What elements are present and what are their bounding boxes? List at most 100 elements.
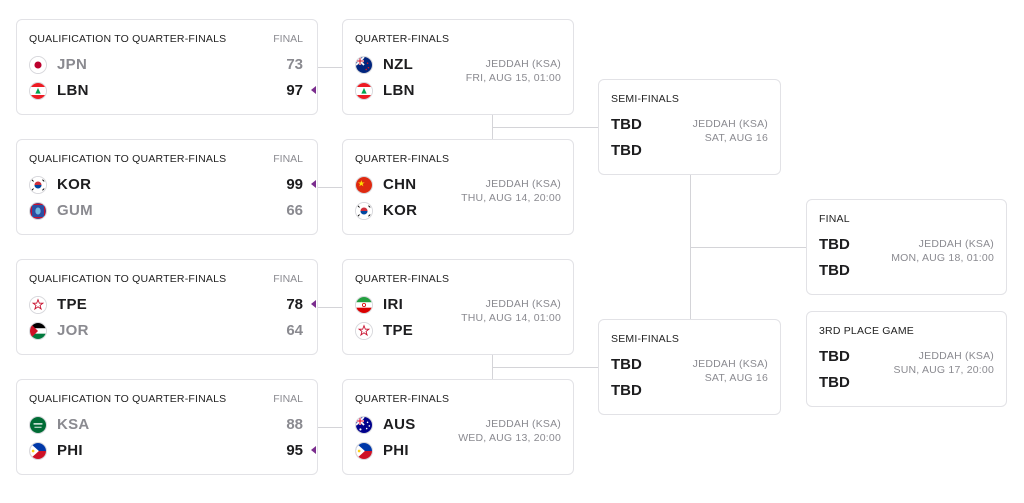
round-title: QUARTER-FINALS (355, 273, 450, 285)
game-datetime: THU, AUG 14, 01:00 (461, 312, 561, 324)
team-row[interactable]: CHN (355, 174, 475, 196)
round-title: QUARTER-FINALS (355, 33, 450, 45)
team-abbr: CHN (383, 176, 417, 193)
team-abbr: NZL (383, 56, 414, 73)
team-abbr: GUM (57, 202, 93, 219)
bracket-connector (318, 427, 342, 428)
japan-flag-icon (29, 56, 47, 74)
team-score: 99 (286, 176, 303, 193)
game-venue: JEDDAH (KSA) (485, 58, 561, 70)
game-status: FINAL (273, 153, 303, 165)
team-tbd: TBD (819, 236, 850, 253)
saudi-arabia-flag-icon (29, 416, 47, 434)
team-row[interactable]: JPN 73 (29, 54, 305, 76)
bracket-connector (318, 307, 342, 308)
china-flag-icon (355, 176, 373, 194)
qualification-game-card[interactable]: QUALIFICATION TO QUARTER-FINALS FINAL KS… (16, 379, 318, 475)
team-tbd: TBD (611, 142, 642, 159)
round-title: QUALIFICATION TO QUARTER-FINALS (29, 393, 227, 405)
round-title: QUALIFICATION TO QUARTER-FINALS (29, 33, 227, 45)
chinese-taipei-flag-icon (29, 296, 47, 314)
game-datetime: FRI, AUG 15, 01:00 (465, 72, 561, 84)
team-tbd: TBD (819, 262, 850, 279)
team-abbr: JPN (57, 56, 88, 73)
team-abbr: PHI (383, 442, 409, 459)
game-datetime: MON, AUG 18, 01:00 (891, 252, 994, 264)
qualification-game-card[interactable]: QUALIFICATION TO QUARTER-FINALS FINAL KO… (16, 139, 318, 235)
third-place-game-card[interactable]: 3RD PLACE GAME TBD TBD JEDDAH (KSA) SUN,… (806, 311, 1007, 407)
team-row[interactable]: KSA 88 (29, 414, 305, 436)
team-abbr: PHI (57, 442, 83, 459)
philippines-flag-icon (29, 442, 47, 460)
round-title: SEMI-FINALS (611, 93, 680, 105)
team-row[interactable]: TPE 78 (29, 294, 305, 316)
korea-flag-icon (355, 202, 373, 220)
game-status: FINAL (273, 393, 303, 405)
team-row[interactable]: TPE (355, 320, 475, 342)
game-venue: JEDDAH (KSA) (918, 238, 994, 250)
game-venue: JEDDAH (KSA) (485, 298, 561, 310)
round-title: QUARTER-FINALS (355, 153, 450, 165)
team-score: 64 (286, 322, 303, 339)
team-tbd: TBD (819, 348, 850, 365)
team-abbr: KOR (57, 176, 92, 193)
team-row[interactable]: JOR 64 (29, 320, 305, 342)
team-row[interactable]: KOR 99 (29, 174, 305, 196)
qualification-game-card[interactable]: QUALIFICATION TO QUARTER-FINALS FINAL JP… (16, 19, 318, 115)
team-abbr: TPE (383, 322, 414, 339)
team-row[interactable]: NZL (355, 54, 475, 76)
team-row[interactable]: LBN 97 (29, 80, 305, 102)
team-abbr: LBN (57, 82, 89, 99)
team-score: 73 (286, 56, 303, 73)
quarter-final-game-card[interactable]: QUARTER-FINALS CHN KOR JEDDAH (KSA) THU,… (342, 139, 574, 235)
round-title: QUALIFICATION TO QUARTER-FINALS (29, 273, 227, 285)
final-game-card[interactable]: FINAL TBD TBD JEDDAH (KSA) MON, AUG 18, … (806, 199, 1007, 295)
game-status: FINAL (273, 33, 303, 45)
bracket-connector (690, 247, 806, 248)
team-score: 95 (286, 442, 303, 459)
quarter-final-game-card[interactable]: QUARTER-FINALS IRI TPE JEDDAH (KSA) THU,… (342, 259, 574, 355)
team-row[interactable]: AUS (355, 414, 475, 436)
game-datetime: SAT, AUG 16 (704, 132, 768, 144)
new-zealand-flag-icon (355, 56, 373, 74)
game-venue: JEDDAH (KSA) (485, 178, 561, 190)
game-venue: JEDDAH (KSA) (918, 350, 994, 362)
bracket-connector (318, 187, 342, 188)
game-datetime: WED, AUG 13, 20:00 (458, 432, 561, 444)
chinese-taipei-flag-icon (355, 322, 373, 340)
lebanon-flag-icon (29, 82, 47, 100)
team-row[interactable]: PHI 95 (29, 440, 305, 462)
winner-indicator-icon (311, 446, 316, 454)
team-row[interactable]: IRI (355, 294, 475, 316)
quarter-final-game-card[interactable]: QUARTER-FINALS AUS PHI JEDDAH (KSA) WED,… (342, 379, 574, 475)
semi-final-game-card[interactable]: SEMI-FINALS TBD TBD JEDDAH (KSA) SAT, AU… (598, 79, 781, 175)
team-tbd: TBD (611, 382, 642, 399)
team-tbd: TBD (611, 116, 642, 133)
game-venue: JEDDAH (KSA) (692, 118, 768, 130)
winner-indicator-icon (311, 300, 316, 308)
team-row[interactable]: GUM 66 (29, 200, 305, 222)
team-row[interactable]: PHI (355, 440, 475, 462)
team-row[interactable]: LBN (355, 80, 475, 102)
round-title: QUALIFICATION TO QUARTER-FINALS (29, 153, 227, 165)
team-tbd: TBD (611, 356, 642, 373)
round-title: SEMI-FINALS (611, 333, 680, 345)
team-abbr: JOR (57, 322, 89, 339)
game-datetime: SAT, AUG 16 (704, 372, 768, 384)
bracket-connector (318, 67, 342, 68)
semi-final-game-card[interactable]: SEMI-FINALS TBD TBD JEDDAH (KSA) SAT, AU… (598, 319, 781, 415)
team-abbr: KSA (57, 416, 90, 433)
game-datetime: SUN, AUG 17, 20:00 (893, 364, 994, 376)
winner-indicator-icon (311, 180, 316, 188)
qualification-game-card[interactable]: QUALIFICATION TO QUARTER-FINALS FINAL TP… (16, 259, 318, 355)
team-abbr: AUS (383, 416, 416, 433)
game-venue: JEDDAH (KSA) (485, 418, 561, 430)
korea-flag-icon (29, 176, 47, 194)
team-row[interactable]: KOR (355, 200, 475, 222)
team-abbr: KOR (383, 202, 418, 219)
team-score: 78 (286, 296, 303, 313)
team-score: 88 (286, 416, 303, 433)
winner-indicator-icon (311, 86, 316, 94)
round-title: QUARTER-FINALS (355, 393, 450, 405)
quarter-final-game-card[interactable]: QUARTER-FINALS NZL LBN JEDDAH (KSA) FRI,… (342, 19, 574, 115)
